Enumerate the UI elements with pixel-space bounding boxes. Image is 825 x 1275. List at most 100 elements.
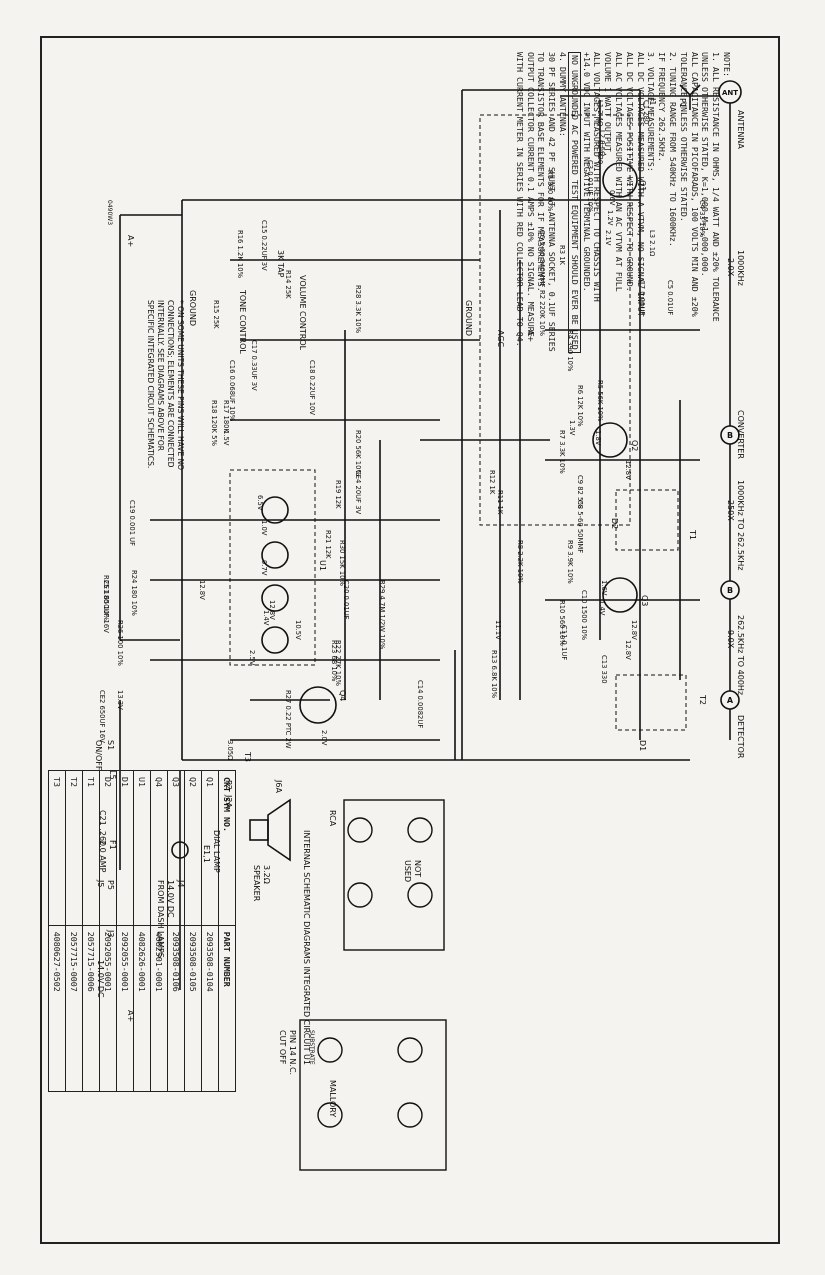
note-line: ALL CAPACITANCE IN PICOFARADS, 100 VOLTS… (689, 52, 700, 317)
ckt-sym-cell: U1 (133, 770, 151, 926)
voltage-reading: 0.6V (608, 190, 616, 206)
voltage-reading: 13.3V (116, 690, 124, 710)
component-label-c4: C4 33 10% (698, 200, 706, 238)
a-plus-label-3: A+ (126, 1010, 135, 1022)
note-line: ALL DC VOLTAGES MEASURED WITH A VTVM, NO… (635, 52, 646, 317)
ckt-sym-cell: Q4 (150, 770, 168, 926)
c21-label: C21 .260 (98, 810, 107, 846)
notes-list-continued: 4. DUMMY ANTENNA: 30 PF SERIES AND 42 PF… (514, 52, 568, 482)
drawing-border (40, 36, 780, 1244)
ckt-sym-cell: T2 (65, 770, 83, 926)
part-number-cell: 2057715-0007 (65, 925, 83, 1092)
p5-label: P5 (106, 880, 115, 890)
if-gain: 9.0X (726, 630, 735, 649)
notes-panel: NOTE: 1. ALL RESISTANCE IN OHMS, 1/4 WAT… (515, 52, 732, 353)
ground-label-2: GROUND (188, 290, 197, 326)
q2-label: Q2 (630, 440, 639, 451)
b-block-1 (720, 425, 740, 445)
supply2-label: 14.0V DC (166, 880, 175, 918)
component-label-r22: R22 27K 10% (334, 640, 342, 686)
agc-label: AGC (496, 330, 505, 348)
e11-label: E1,1 (202, 845, 211, 863)
voltage-reading: 12.8V (198, 580, 206, 600)
component-label-c16: C16 0.068UF 10% (228, 360, 236, 422)
ic-u1-box (229, 469, 316, 666)
voltage-reading: 1.4V (598, 600, 606, 616)
converter-label: CONVERTER (736, 410, 745, 459)
component-label-r16: R16 1.2K 10% (236, 230, 244, 279)
ic-mallory: MALLORY (328, 1080, 337, 1117)
voltage-reading: 2.0V (320, 730, 328, 746)
ant-label: ANT (722, 89, 738, 97)
voltage-reading: 12.8V (624, 460, 632, 480)
voltage-reading: 1.3V (568, 420, 576, 436)
component-label-r3: R3 1K (558, 245, 566, 266)
notes-text: NOTE: 1. ALL RESISTANCE IN OHMS, 1/4 WAT… (515, 52, 732, 482)
component-label-r11: R11 1K (496, 490, 504, 515)
component-label-r10: R10 560 10% (558, 600, 566, 646)
component-label-c14: C14 0.0082UF (416, 680, 424, 728)
header-part-number: PART NUMBER (218, 925, 236, 1092)
component-label-r21: R21 12K (324, 530, 332, 559)
dial-lamp-label: DIAL LAMP (212, 830, 221, 873)
fuse-rating: 2.0 AMP (98, 840, 107, 873)
ic-title: INTERNAL SCHEMATIC DIAGRAMS INTEGRATED C… (302, 830, 311, 1065)
component-label-r13: R13 6.8K 10% (490, 650, 498, 699)
d2-label: D2 (610, 518, 619, 529)
component-label-c5: C5 0.01UF (666, 280, 674, 315)
ckt-sym-cell: T1 (82, 770, 100, 926)
p1-label: P1 (678, 98, 687, 108)
voltage-reading: 1.5V (222, 430, 230, 446)
j6a-label: J6A (274, 779, 283, 793)
component-label-r23: R23 68 10% (330, 640, 338, 682)
ic-q1 (261, 496, 289, 524)
voltage-reading: 12.8V (624, 640, 632, 660)
note-line: 30 PF SERIES AND 42 PF SHUNT AT ANTENNA … (547, 52, 558, 352)
t1-box (615, 489, 679, 551)
j2a-label: J2A (224, 794, 233, 808)
component-label-r28: R28 3.3K 10% (354, 285, 362, 334)
ic-diagram-rca (343, 799, 445, 951)
d1-label: D1 (638, 740, 647, 751)
voltage-reading: 1.4V (262, 610, 270, 626)
b-label-1: B (727, 431, 733, 440)
tone-label: TONE CONTROL (238, 289, 247, 354)
notes-list: 1. ALL RESISTANCE IN OHMS, 1/4 WATT AND … (581, 52, 722, 482)
note-line: ALL VOLTAGES MEASURED WITH RESPECT TO CH… (592, 52, 603, 302)
note-line: 3. VOLTAGE MEASUREMENTS: (646, 52, 657, 172)
component-label-c3: C3 0.01UF 10% (586, 160, 594, 213)
note-line: IF FREQUENCY 262.5KHz. (657, 52, 668, 162)
component-label-ce2: CE2 650UF 16V (98, 690, 106, 743)
ic-not: NOT (413, 860, 422, 877)
component-label-r29: R29 4.7M 1/2W 10% (378, 580, 386, 650)
note-title: NOTE: (722, 52, 732, 77)
conv-gain: 250X (726, 500, 735, 521)
if-freq: 262.5KHz TO 400Hz (736, 615, 745, 695)
component-label-r12: R12 1K (488, 470, 496, 495)
component-label-r7: R7 3.3K 10% (558, 430, 566, 474)
speaker-imp: 3.2Ω (262, 865, 271, 884)
ic-used: USED (403, 860, 412, 882)
component-label-c18: C18 0.22UF 10V (308, 360, 316, 415)
transistor-q2 (592, 422, 628, 458)
note-line: 1. ALL RESISTANCE IN OHMS, 1/4 WATT AND … (711, 52, 722, 322)
transistor-q1 (602, 162, 638, 198)
pin-note-1: * ON SOME UNITS THESE PINS WILL HAVE NO (176, 300, 185, 470)
note-line: +14.0 VDC INPUT WITH NEGATIVE TERMINAL G… (581, 52, 592, 292)
component-label-r4: R4 390 10% (566, 330, 574, 372)
fuse-label: F1 (108, 840, 117, 850)
ground-label-1: GROUND (464, 300, 473, 336)
q3-label: Q3 (640, 595, 649, 606)
on-off-label: ON/OFF (94, 740, 103, 771)
pin-note-2: CONNECTIONS; ELEMENTS ARE CONNECTED (166, 300, 175, 468)
a-label: A (727, 696, 734, 705)
antenna-label: ANTENNA (736, 110, 745, 149)
